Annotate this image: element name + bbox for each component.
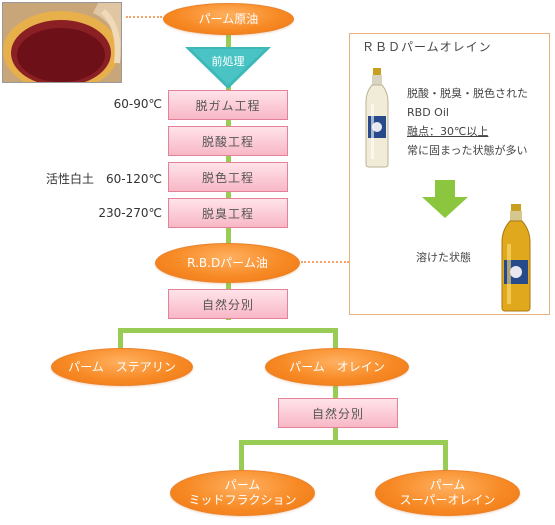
melted-bottle-image <box>501 204 531 312</box>
palm-mid-fraction-node: パーム ミッドフラクション <box>170 470 315 516</box>
palm-super-olein-node: パーム スーパーオレイン <box>375 470 520 516</box>
branch-connector-1-left <box>118 328 123 350</box>
palm-stearin-node: パーム ステアリン <box>51 348 193 386</box>
natural-fractionation-2: 自然分別 <box>278 398 398 428</box>
branch-connector-2 <box>239 440 448 445</box>
natural-fractionation-1: 自然分別 <box>168 289 288 319</box>
panel-desc-line1: 脱酸・脱臭・脱色された <box>407 87 528 100</box>
super-olein-line2: スーパーオレイン <box>399 493 496 507</box>
palm-crude-oil-node: パーム原油 <box>163 3 294 35</box>
rbd-palm-olein-panel: ＲＢＤパームオレイン 脱酸・脱臭・脱色された RBD Oil 融点：30℃以上 … <box>349 33 550 315</box>
down-arrow-icon <box>422 180 468 218</box>
dotted-connector-photo <box>126 16 162 18</box>
mid-fraction-line2: ミッドフラクション <box>188 493 297 507</box>
bleaching-step: 脱色工程 <box>168 162 288 192</box>
branch-connector-1-right <box>333 328 338 350</box>
panel-title: ＲＢＤパームオレイン <box>362 40 492 54</box>
degumming-temperature: 60-90℃ <box>113 97 162 111</box>
mid-fraction-line1: パーム <box>224 478 261 492</box>
palm-olein-node: パーム オレイン <box>265 348 409 386</box>
bleaching-condition: 活性白土 60-120℃ <box>46 172 162 186</box>
solid-bottle-image <box>365 68 389 168</box>
deacidification-step: 脱酸工程 <box>168 126 288 156</box>
super-olein-line1: パーム <box>429 478 466 492</box>
pretreatment-label: 前処理 <box>211 55 245 68</box>
dotted-connector-panel <box>301 261 349 263</box>
panel-desc-line3: 融点：30℃以上 <box>407 125 489 138</box>
deodorizing-temperature: 230-270℃ <box>98 206 162 220</box>
branch-connector-2-right <box>443 440 448 474</box>
deodorizing-step: 脱臭工程 <box>168 198 288 228</box>
rbd-palm-oil-node: R.B.Dパーム油 <box>155 243 300 283</box>
pretreatment-funnel <box>185 47 271 89</box>
melted-state-label: 溶けた状態 <box>416 251 471 264</box>
panel-desc-line4: 常に固まった状態が多い <box>407 144 528 157</box>
palm-oil-photo <box>2 2 122 83</box>
degumming-step: 脱ガム工程 <box>168 90 288 120</box>
branch-connector-1 <box>118 328 338 333</box>
branch-connector-2-left <box>239 440 244 474</box>
panel-desc-line2: RBD Oil <box>407 106 449 119</box>
